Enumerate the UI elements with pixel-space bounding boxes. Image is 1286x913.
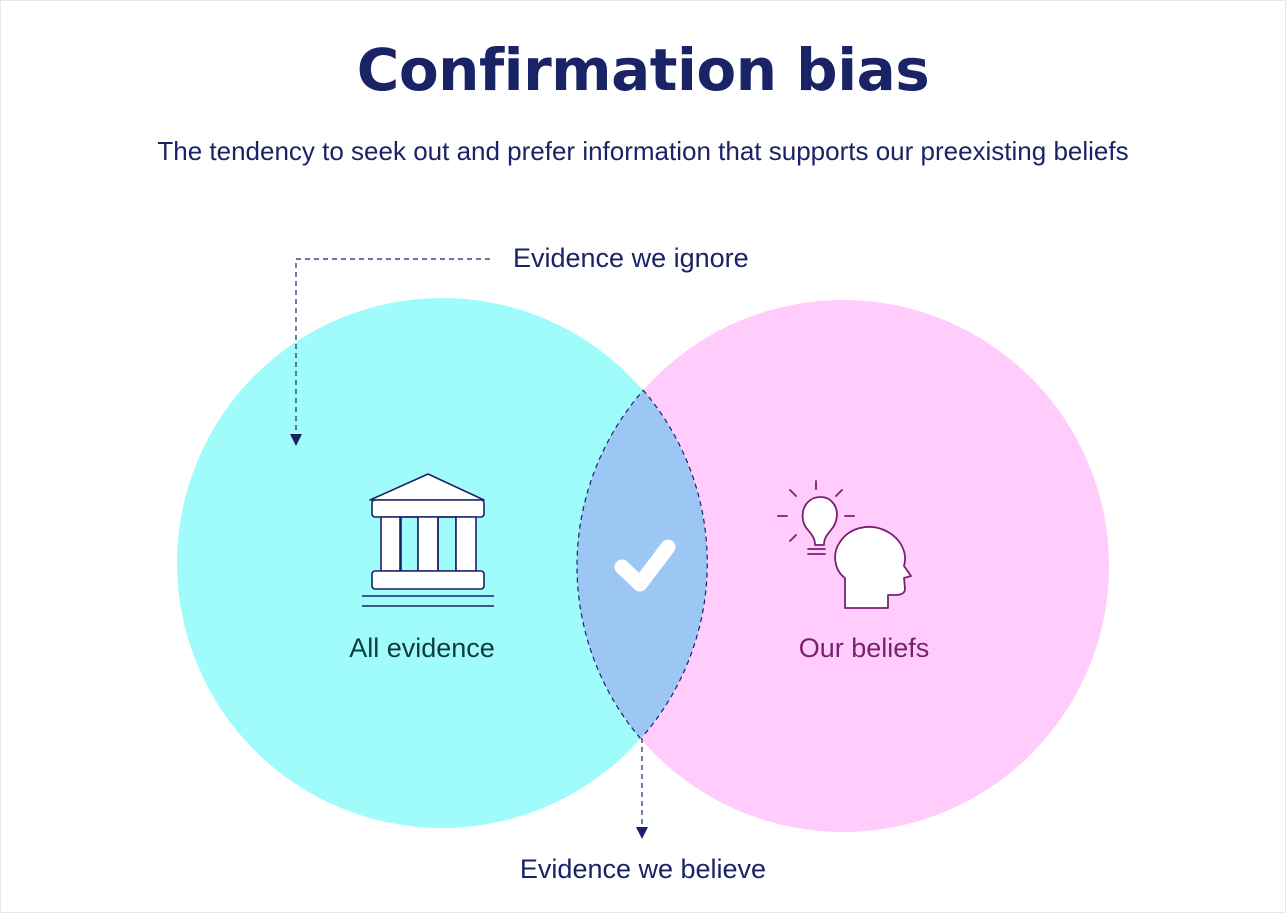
head-lightbulb-icon <box>777 480 912 609</box>
evidence-ignore-connector <box>295 258 490 434</box>
all-evidence-circle <box>177 298 707 828</box>
our-beliefs-label: Our beliefs <box>799 633 930 663</box>
all-evidence-label: All evidence <box>349 633 495 663</box>
page-subtitle: The tendency to seek out and prefer info… <box>157 136 1129 166</box>
evidence-believe-label: Evidence we believe <box>520 854 766 884</box>
evidence-ignore-arrowhead <box>290 434 302 446</box>
evidence-believe-arrowhead <box>636 827 648 839</box>
checkmark-icon <box>614 539 676 592</box>
page-title: Confirmation bias <box>356 36 930 104</box>
bank-building-icon <box>362 473 494 607</box>
evidence-ignore-label: Evidence we ignore <box>513 243 749 273</box>
